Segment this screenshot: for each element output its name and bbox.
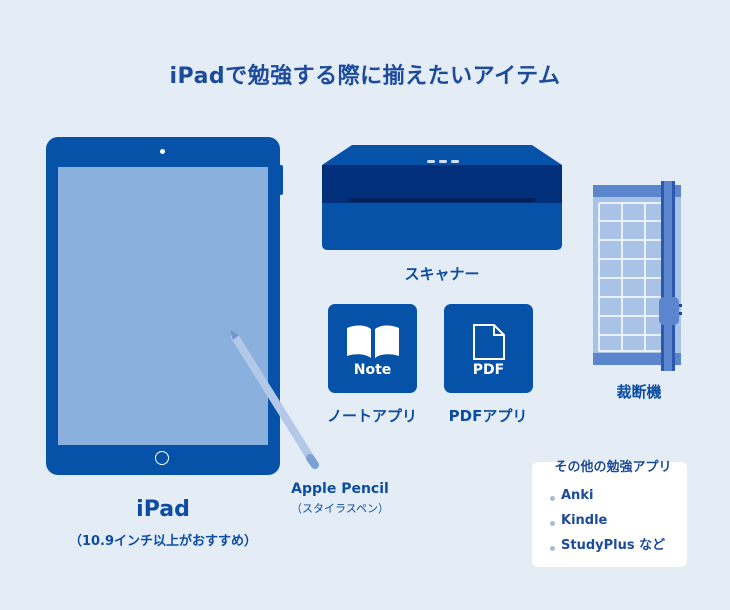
bullet-icon <box>550 546 555 551</box>
pencil-label: Apple Pencil <box>291 481 389 497</box>
open-book-icon <box>346 325 399 358</box>
list-item: Anki <box>550 483 665 508</box>
pdf-app-icon: PDF <box>444 304 533 393</box>
note-app-icon: Note <box>328 304 417 393</box>
ipad-screen <box>58 167 268 445</box>
pdf-app-label: PDFアプリ <box>448 407 528 425</box>
other-apps-list: Anki Kindle StudyPlus など <box>550 483 665 558</box>
ipad-side-button <box>280 165 283 195</box>
other-apps-box <box>532 462 687 567</box>
cutter-label: 裁断機 <box>616 383 662 401</box>
scanner-icon <box>322 145 562 250</box>
scanner-label: スキャナー <box>404 265 480 283</box>
document-icon <box>472 324 505 360</box>
other-apps-title: その他の勉強アプリ <box>554 460 672 475</box>
camera-icon <box>160 149 165 154</box>
home-button-icon <box>155 451 169 465</box>
ipad-label: iPad <box>136 497 190 522</box>
list-item: StudyPlus など <box>550 533 665 558</box>
list-item: Kindle <box>550 508 665 533</box>
pdf-app-icon-text: PDF <box>472 362 505 378</box>
bullet-icon <box>550 521 555 526</box>
apple-pencil-icon <box>230 330 319 469</box>
bullet-icon <box>550 496 555 501</box>
note-app-icon-text: Note <box>353 362 392 378</box>
note-app-label: ノートアプリ <box>326 407 417 425</box>
pencil-note: （スタイラスペン） <box>290 502 389 515</box>
paper-cutter-icon <box>593 181 682 371</box>
ipad-illustration <box>46 137 280 475</box>
page-title: iPadで勉強する際に揃えたいアイテム <box>169 64 561 89</box>
ipad-note: （10.9インチ以上がおすすめ） <box>68 534 258 549</box>
